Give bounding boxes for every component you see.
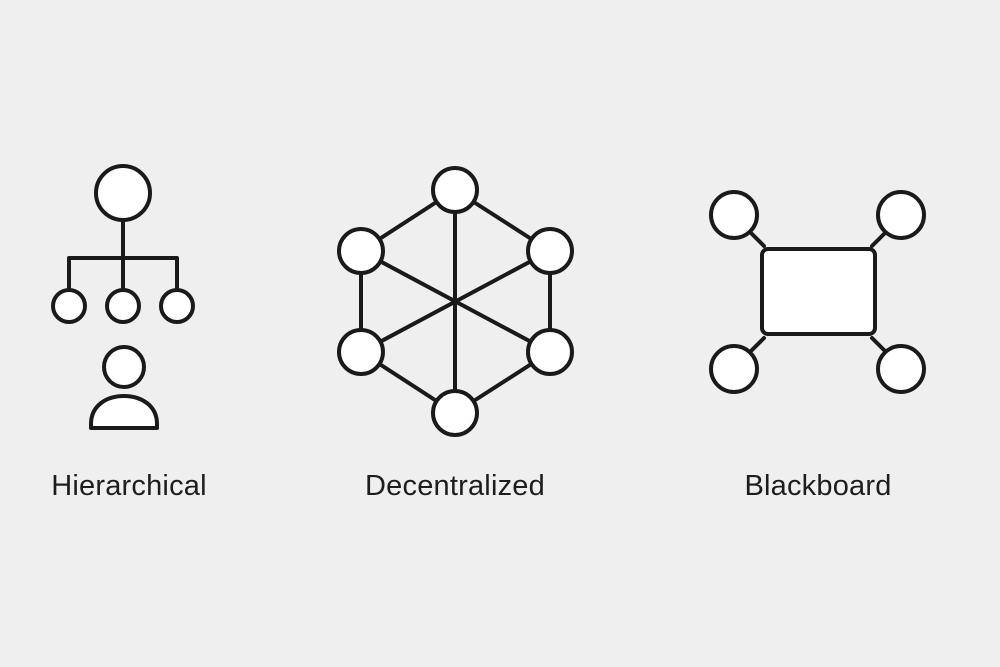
tree-child-node-left <box>51 288 87 324</box>
blackboard-panel <box>760 247 877 336</box>
org-tree-icon <box>51 164 195 324</box>
hierarchical-diagram <box>51 164 195 430</box>
network-node-upper-left <box>337 227 385 275</box>
user-head <box>102 345 146 389</box>
tree-root-node <box>94 164 152 222</box>
tree-child-node-right <box>159 288 195 324</box>
agent-node-bottom-left <box>709 344 759 394</box>
network-node-lower-right <box>526 328 574 376</box>
user-icon <box>89 345 159 430</box>
link-bottom-left <box>748 336 766 354</box>
network-node-upper-right <box>526 227 574 275</box>
link-top-right <box>870 230 888 248</box>
decentralized-label: Decentralized <box>365 470 545 502</box>
network-node-lower-left <box>337 328 385 376</box>
agent-node-bottom-right <box>876 344 926 394</box>
agent-node-top-left <box>709 190 759 240</box>
network-node-top <box>431 166 479 214</box>
link-top-left <box>748 230 766 248</box>
spoke-upperright-lowerleft <box>359 249 552 354</box>
blackboard-label: Blackboard <box>744 470 892 502</box>
network-node-bottom <box>431 389 479 437</box>
blackboard-diagram <box>709 190 926 394</box>
agent-node-top-right <box>876 190 926 240</box>
hierarchical-label: Hierarchical <box>51 470 207 502</box>
blackboard-hub-icon <box>709 190 926 394</box>
tree-child-node-middle <box>105 288 141 324</box>
hexagon-network-icon <box>337 166 574 437</box>
user-body <box>89 394 159 430</box>
decentralized-diagram <box>337 166 574 437</box>
link-bottom-right <box>870 336 888 354</box>
